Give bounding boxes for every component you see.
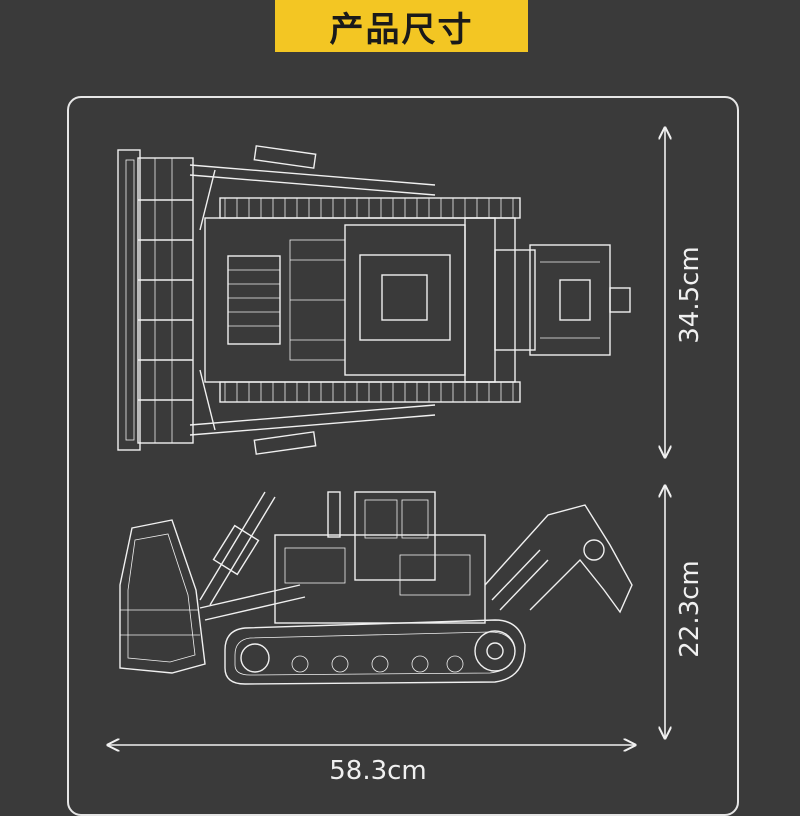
title-banner: 产品尺寸 xyxy=(275,0,528,52)
page-title: 产品尺寸 xyxy=(329,9,474,50)
height-dimension-label: 22.3cm xyxy=(675,560,705,658)
top-view-drawing xyxy=(117,145,631,455)
side-view-drawing xyxy=(119,491,633,685)
width-dimension-label: 34.5cm xyxy=(675,246,705,344)
length-dimension-label: 58.3cm xyxy=(329,756,427,786)
